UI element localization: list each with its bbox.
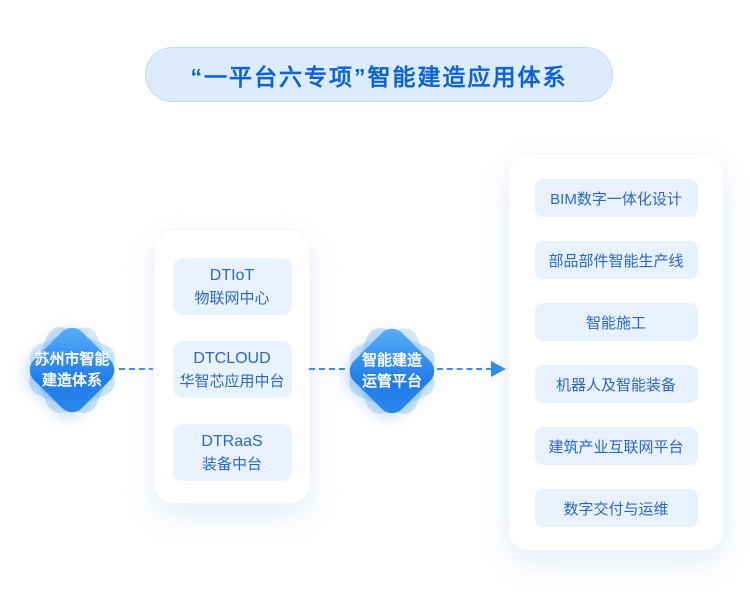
node-suzhou-system: 苏州市智能 建造体系 <box>23 321 121 419</box>
node-operation-platform: 智能建造 运管平台 <box>343 322 441 420</box>
connector-dashed-3 <box>437 368 492 370</box>
platform-card: DTIoT 物联网中心 DTCLOUD 华智芯应用中台 DTRaaS 装备中台 <box>153 229 311 504</box>
page-title: “一平台六专项”智能建造应用体系 <box>190 63 568 90</box>
special-item-smart-construction: 智能施工 <box>534 303 698 341</box>
specials-card: BIM数字一体化设计 部品部件智能生产线 智能施工 机器人及智能装备 建筑产业互… <box>508 153 724 551</box>
platform-item-dtcloud: DTCLOUD 华智芯应用中台 <box>172 341 292 398</box>
title-banner: “一平台六专项”智能建造应用体系 <box>145 47 613 102</box>
node-label: 苏州市智能 建造体系 <box>24 322 120 418</box>
special-item-smart-production-line: 部品部件智能生产线 <box>534 241 698 279</box>
node-label-line: 建造体系 <box>41 372 102 389</box>
arrow-right-icon <box>491 361 506 377</box>
node-label-line: 运管平台 <box>361 373 422 390</box>
special-item-robots-equipment: 机器人及智能装备 <box>534 365 698 403</box>
platform-item-dtraas: DTRaaS 装备中台 <box>172 424 292 481</box>
platform-item-dtiot: DTIoT 物联网中心 <box>172 258 292 315</box>
special-item-digital-delivery: 数字交付与运维 <box>534 489 698 527</box>
special-item-bim-design: BIM数字一体化设计 <box>534 179 698 217</box>
node-label-line: 智能建造 <box>361 352 422 369</box>
node-label: 智能建造 运管平台 <box>344 323 440 419</box>
special-item-industry-internet: 建筑产业互联网平台 <box>534 427 698 465</box>
connector-dashed-2 <box>309 368 345 370</box>
node-label-line: 苏州市智能 <box>34 351 110 368</box>
platform-item-title: DTCLOUD <box>193 349 271 367</box>
platform-item-subtitle: 装备中台 <box>201 455 262 473</box>
platform-item-subtitle: 物联网中心 <box>194 289 270 307</box>
platform-item-title: DTRaaS <box>201 432 263 450</box>
platform-item-title: DTIoT <box>209 266 255 284</box>
connector-dashed-1 <box>119 368 155 370</box>
platform-item-subtitle: 华智芯应用中台 <box>179 372 285 390</box>
